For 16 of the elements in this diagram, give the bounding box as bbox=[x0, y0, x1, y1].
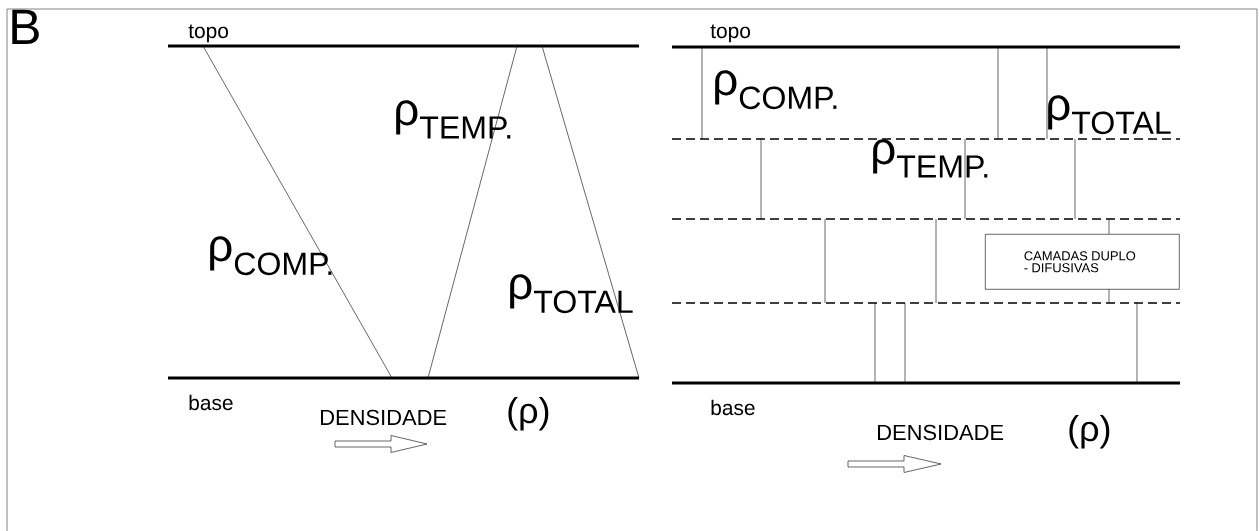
note-box: CAMADAS DUPLO - DIFUSIVAS bbox=[985, 234, 1180, 290]
axis-label: DENSIDADE bbox=[321, 409, 447, 426]
panel-letter: B bbox=[12, 9, 39, 44]
density-symbol: ρ$_{TEMP.}$ bbox=[396, 100, 511, 139]
density-symbol: ρ$_{COMP.}$ bbox=[210, 236, 332, 276]
density-symbol: (ρ) bbox=[508, 397, 549, 431]
density-symbol: ρ$_{TOTAL}$ bbox=[1048, 95, 1171, 135]
density-symbol: (ρ) bbox=[1069, 415, 1110, 449]
density-symbol: ρ$_{TEMP.}$ bbox=[873, 139, 988, 178]
layer-label: topo bbox=[710, 24, 751, 43]
axis-label: DENSIDADE bbox=[878, 424, 1004, 441]
layer-label: topo bbox=[188, 24, 229, 43]
density-symbol: ρ$_{COMP.}$ bbox=[715, 70, 837, 110]
density-symbol: ρ$_{TOTAL}$ bbox=[510, 274, 633, 314]
layer-label: base bbox=[189, 394, 233, 411]
layer-label: base bbox=[711, 399, 755, 416]
